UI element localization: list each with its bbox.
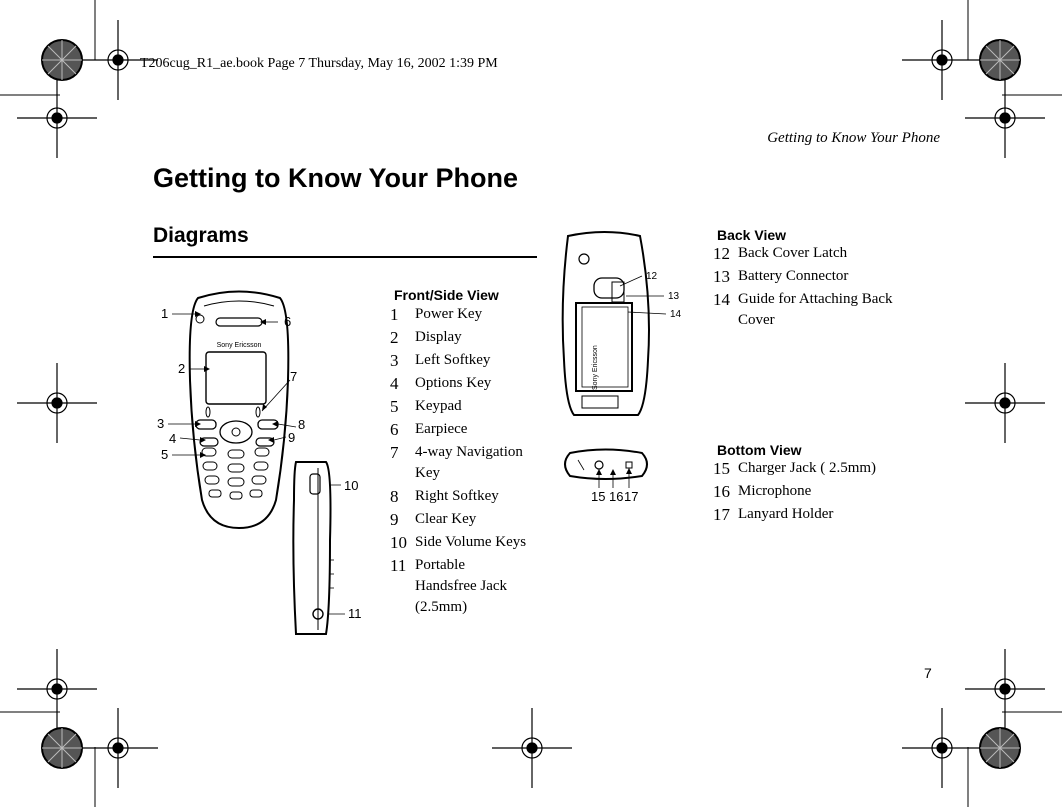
item-label: Earpiece xyxy=(415,421,468,437)
list-item: 14 Guide for Attaching Back Cover xyxy=(713,289,908,331)
bottom-view-heading: Bottom View xyxy=(717,442,802,458)
callout-15: 15 xyxy=(591,489,605,504)
callout-11: 11 xyxy=(348,606,362,621)
callout-14: 14 xyxy=(670,309,682,320)
section-heading: Diagrams xyxy=(153,224,249,247)
callout-6: 6 xyxy=(284,314,291,329)
back-view-illustration: Sony Ericsson xyxy=(561,231,667,488)
callout-8: 8 xyxy=(298,417,305,432)
list-item: 10 Side Volume Keys xyxy=(390,532,540,553)
callout-16: 16 xyxy=(609,489,623,504)
list-item: 13 Battery Connector xyxy=(713,266,923,287)
item-label: Guide for Attaching Back Cover xyxy=(738,291,893,328)
item-number: 17 xyxy=(713,505,730,524)
item-number: 4 xyxy=(390,374,399,393)
list-item: 12 Back Cover Latch xyxy=(713,243,923,264)
callout-2: 2 xyxy=(178,361,185,376)
item-label: Power Key xyxy=(415,306,483,322)
front-brand-text: Sony Ericsson xyxy=(217,342,262,349)
item-label: Portable Handsfree Jack (2.5mm) xyxy=(415,557,508,615)
item-number: 3 xyxy=(390,351,399,370)
item-number: 15 xyxy=(713,459,730,478)
item-number: 12 xyxy=(713,244,730,263)
callout-9: 9 xyxy=(288,430,295,445)
callout-7: 7 xyxy=(290,369,297,384)
item-number: 16 xyxy=(713,482,730,501)
item-number: 6 xyxy=(390,420,399,439)
callout-10: 10 xyxy=(344,478,358,493)
color-wheel-marks xyxy=(41,39,1021,769)
back-brand-text: Sony Ericsson xyxy=(592,345,599,390)
list-item: 7 4-way Navigation Key xyxy=(390,442,540,484)
running-title: Getting to Know Your Phone xyxy=(767,130,940,146)
item-label: Charger Jack ( 2.5mm) xyxy=(738,460,877,476)
list-item: 1 Power Key xyxy=(390,304,540,325)
item-number: 1 xyxy=(390,305,399,324)
item-number: 9 xyxy=(390,510,399,529)
list-item: 2 Display xyxy=(390,327,540,348)
front-side-view-heading: Front/Side View xyxy=(394,287,499,303)
item-label: Back Cover Latch xyxy=(738,245,848,261)
item-label: 4-way Navigation Key xyxy=(415,444,523,481)
list-item: 4 Options Key xyxy=(390,373,540,394)
callout-1: 1 xyxy=(161,306,168,321)
page-title: Getting to Know Your Phone xyxy=(153,163,518,193)
item-number: 2 xyxy=(390,328,399,347)
callout-17: 17 xyxy=(624,489,638,504)
front-side-key-list: 1 Power Key 2 Display 3 Left Softkey 4 Optio… xyxy=(390,304,540,620)
list-item: 11 Portable Handsfree Jack (2.5mm) xyxy=(390,555,515,618)
item-label: Clear Key xyxy=(415,511,477,527)
list-item: 16 Microphone xyxy=(713,481,923,502)
bottom-key-list: 15 Charger Jack ( 2.5mm) 16 Microphone 17 L… xyxy=(713,458,923,527)
item-label: Side Volume Keys xyxy=(415,534,527,550)
item-label: Options Key xyxy=(415,375,492,391)
callout-3: 3 xyxy=(157,416,164,431)
item-number: 11 xyxy=(390,556,407,575)
list-item: 9 Clear Key xyxy=(390,509,540,530)
item-number: 14 xyxy=(713,290,730,309)
item-label: Lanyard Holder xyxy=(738,506,834,522)
callout-12: 12 xyxy=(646,271,658,282)
callout-4: 4 xyxy=(169,431,176,446)
front-view-illustration: Sony Ericsson xyxy=(168,290,345,635)
print-header: T206cug_R1_ae.book Page 7 Thursday, May … xyxy=(140,56,498,71)
item-number: 10 xyxy=(390,533,407,552)
crosshair-marks xyxy=(17,20,1045,788)
callout-13: 13 xyxy=(668,291,680,302)
list-item: 15 Charger Jack ( 2.5mm) xyxy=(713,458,923,479)
item-number: 13 xyxy=(713,267,730,286)
item-label: Display xyxy=(415,329,462,345)
item-number: 7 xyxy=(390,443,399,462)
item-number: 8 xyxy=(390,487,399,506)
callout-5: 5 xyxy=(161,447,168,462)
list-item: 17 Lanyard Holder xyxy=(713,504,923,525)
list-item: 3 Left Softkey xyxy=(390,350,540,371)
item-label: Battery Connector xyxy=(738,268,849,284)
item-label: Keypad xyxy=(415,398,462,414)
list-item: 8 Right Softkey xyxy=(390,486,540,507)
item-label: Right Softkey xyxy=(415,488,499,504)
item-label: Left Softkey xyxy=(415,352,491,368)
back-view-heading: Back View xyxy=(717,227,787,243)
back-key-list: 12 Back Cover Latch 13 Battery Connector 1… xyxy=(713,243,923,333)
list-item: 6 Earpiece xyxy=(390,419,540,440)
heading-rule xyxy=(153,256,537,258)
item-number: 5 xyxy=(390,397,399,416)
list-item: 5 Keypad xyxy=(390,396,540,417)
item-label: Microphone xyxy=(738,483,812,499)
page-number: 7 xyxy=(924,665,932,681)
